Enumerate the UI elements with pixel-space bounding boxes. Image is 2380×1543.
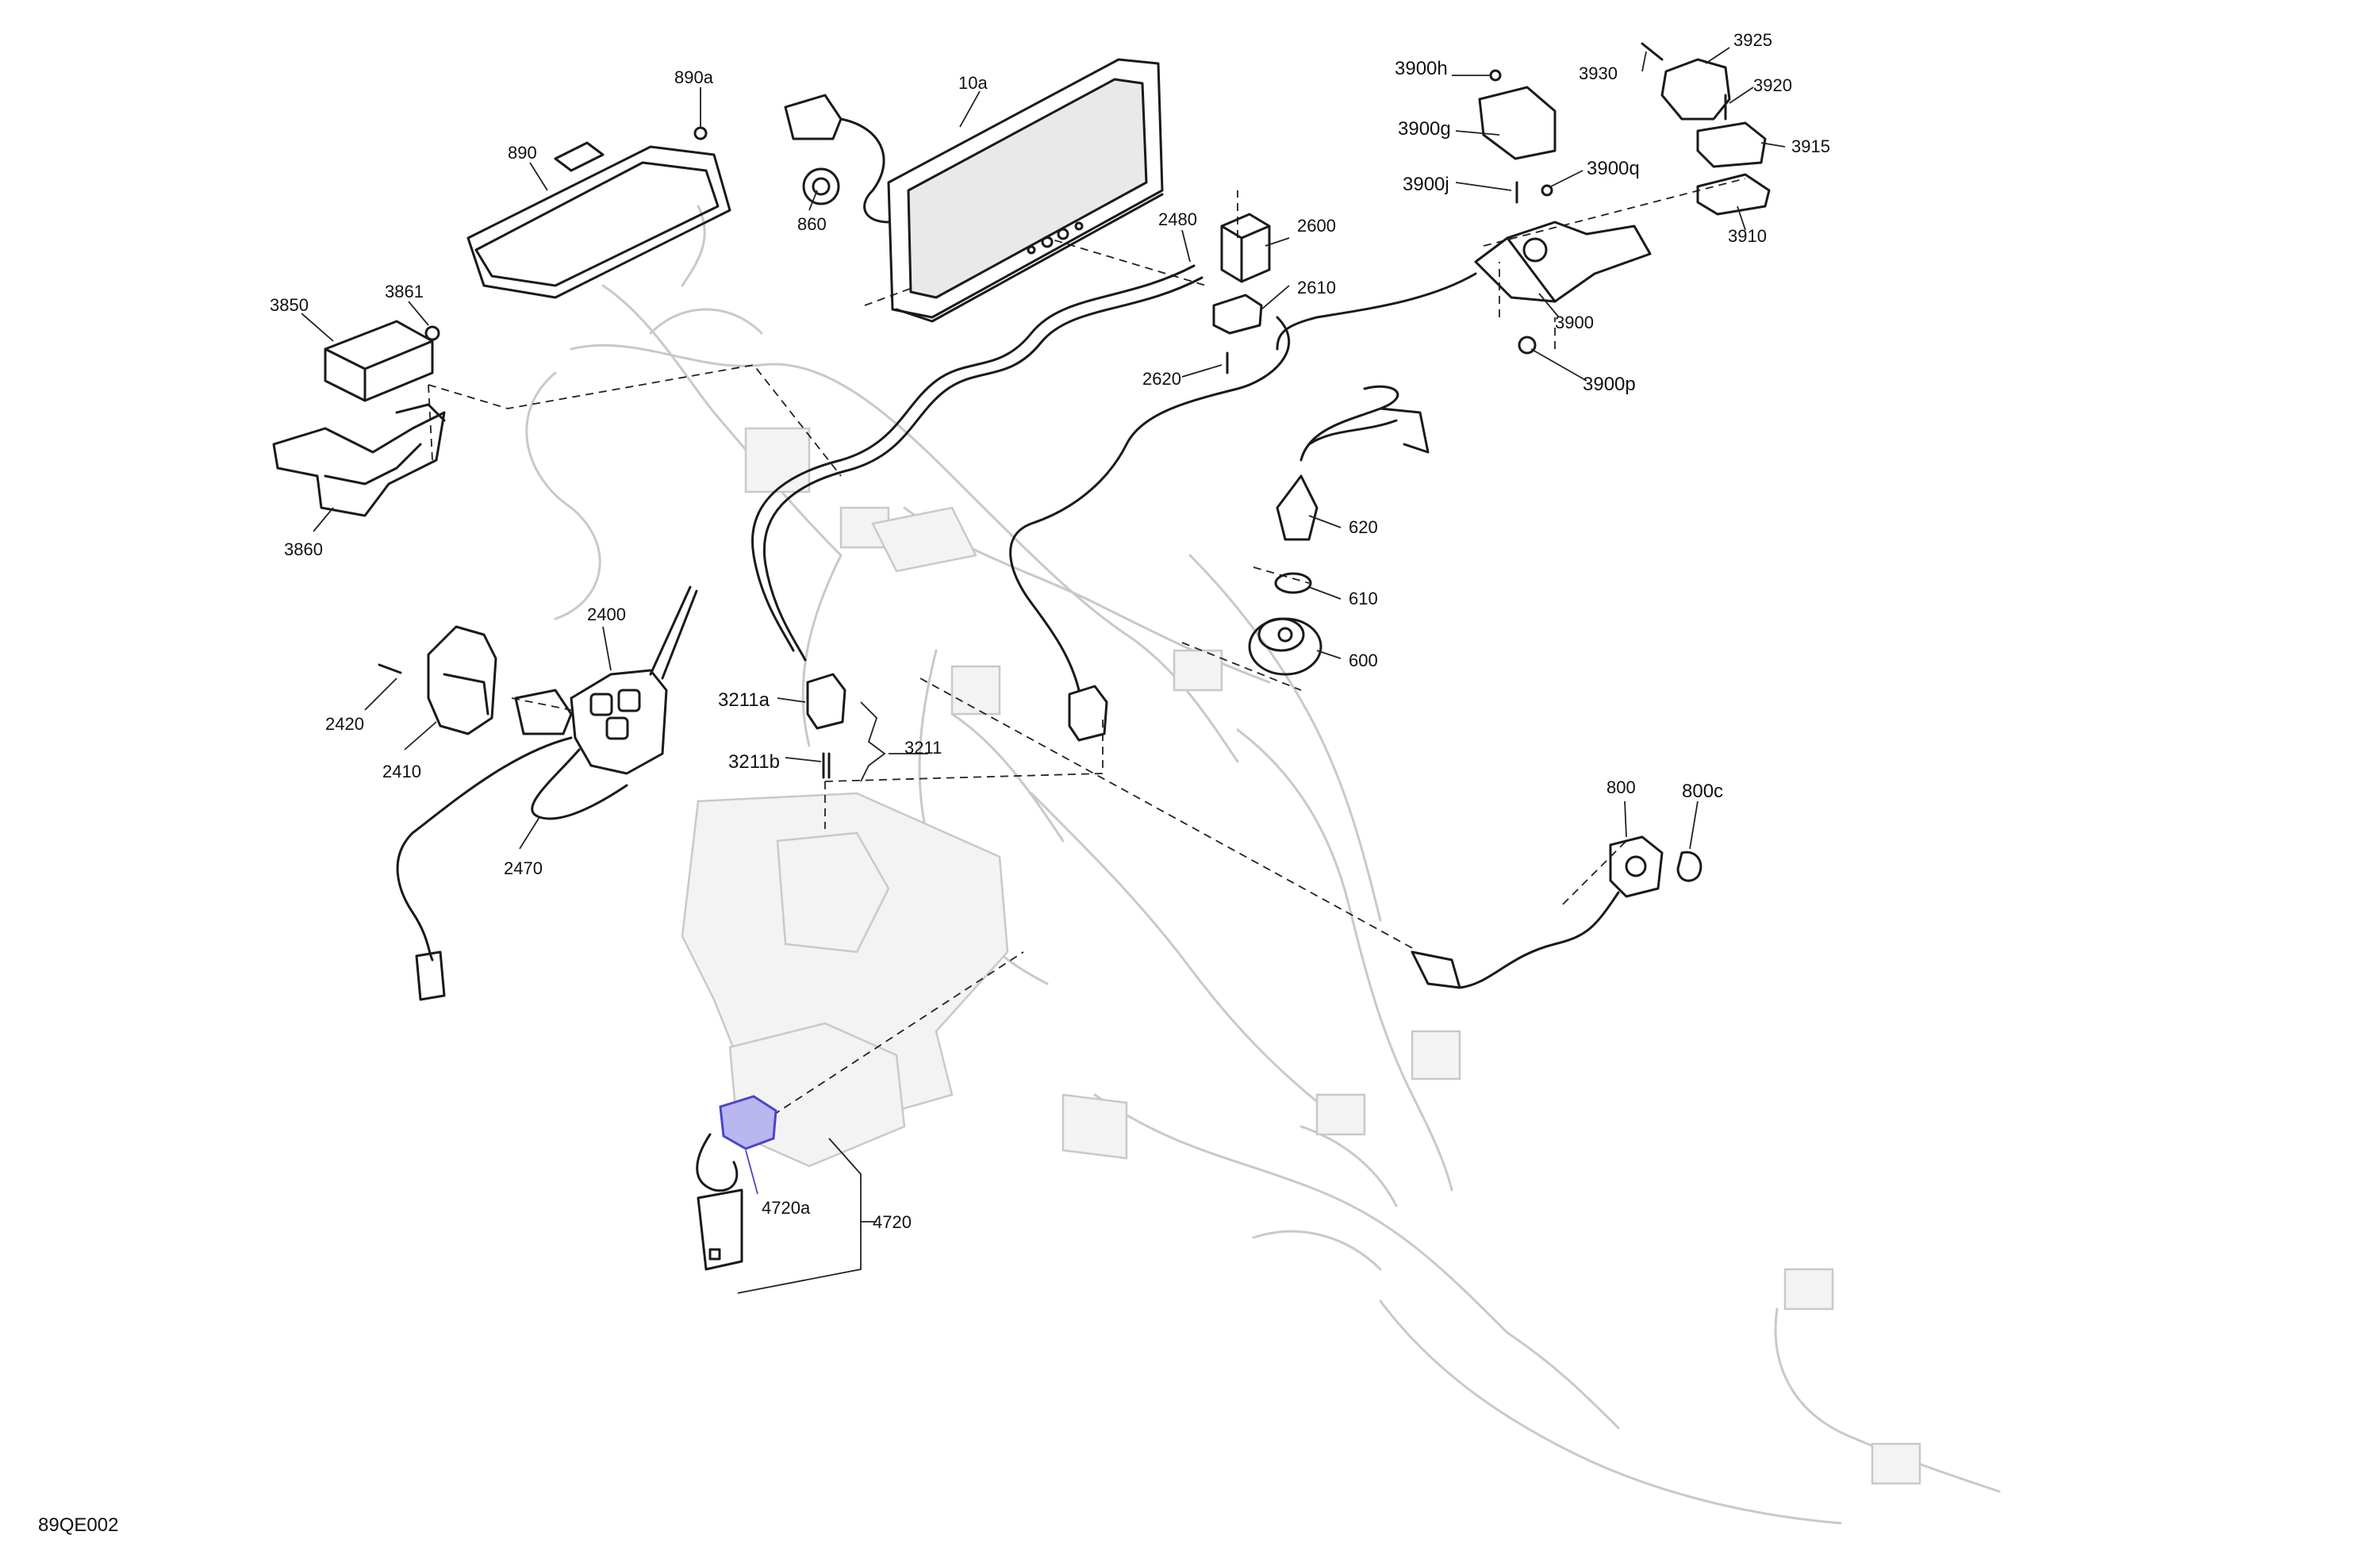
callout-3860: 3860 (284, 539, 323, 559)
callout-4720a: 4720a (762, 1198, 811, 1218)
callout-2470: 2470 (504, 858, 543, 878)
callout-10a: 10a (958, 73, 988, 93)
part-800c-cap (1676, 850, 1702, 882)
callout-3920: 3920 (1753, 75, 1792, 95)
part-3900q-screw (1541, 184, 1553, 197)
part-4720a-connector-highlighted (719, 1095, 777, 1195)
part-3915-cover (1696, 121, 1767, 168)
part-3910-clamp (1696, 173, 1771, 216)
callout-3910: 3910 (1728, 226, 1767, 246)
callout-800: 800 (1606, 777, 1636, 797)
callout-2610: 2610 (1297, 278, 1336, 297)
part-610-ring (1274, 572, 1312, 594)
part-3211b-terminal (822, 752, 831, 779)
part-800-sensor (1411, 835, 1664, 989)
callout-890a: 890a (674, 67, 714, 87)
part-3860-bracket (272, 403, 446, 517)
ghost-harness (525, 205, 2001, 1525)
callout-3900h: 3900h (1395, 58, 1448, 79)
callout-2420: 2420 (325, 714, 364, 734)
callout-2620: 2620 (1142, 369, 1181, 389)
callout-3900q: 3900q (1587, 158, 1640, 179)
callout-3900p: 3900p (1583, 374, 1636, 395)
part-620-cord (1276, 385, 1430, 541)
callout-610: 610 (1349, 589, 1378, 608)
callout-3925: 3925 (1733, 30, 1772, 50)
callout-4720: 4720 (873, 1212, 912, 1232)
part-2410-housing (427, 625, 497, 735)
assembly-lines (428, 178, 1746, 1123)
callout-620: 620 (1349, 517, 1378, 537)
leader-lines (301, 47, 1786, 1294)
part-3930-screw (1641, 42, 1664, 61)
callout-2400: 2400 (587, 605, 626, 624)
part-890-module (466, 141, 731, 299)
part-890a-screw (693, 126, 708, 140)
callout-2480: 2480 (1158, 209, 1197, 229)
callout-860: 860 (797, 214, 827, 234)
part-10a-display (887, 58, 1164, 323)
callout-600: 600 (1349, 651, 1378, 670)
callout-3900g: 3900g (1398, 118, 1451, 140)
part-600-switch (1248, 617, 1322, 676)
callout-3211b: 3211b (728, 751, 780, 773)
callout-3930: 3930 (1579, 63, 1618, 83)
part-2600-relay (1220, 213, 1271, 283)
callout-3861: 3861 (385, 282, 424, 301)
part-4720-tag (696, 1133, 743, 1271)
part-2610-connector (1212, 294, 1263, 335)
part-3925-clip (1660, 58, 1731, 121)
part-3861-screw (424, 325, 440, 341)
part-3900g-cover (1478, 86, 1557, 160)
part-3211a-connector (806, 673, 846, 730)
part-3900h-screw (1489, 69, 1502, 82)
part-860-sensor (784, 94, 890, 224)
part-2480-harness (751, 264, 1477, 692)
part-2420-screw (378, 663, 402, 674)
callout-3211: 3211 (904, 738, 942, 758)
callout-800c: 800c (1682, 781, 1723, 802)
diagram-code: 89QE002 (38, 1514, 118, 1536)
callout-3915: 3915 (1791, 136, 1830, 156)
part-3211-connector-b (1068, 685, 1108, 742)
callout-2410: 2410 (382, 762, 421, 781)
callout-3850: 3850 (270, 295, 309, 315)
callout-labels: 10a 890 890a 860 3850 3861 3860 2480 260… (270, 30, 1830, 1232)
part-3900-switch (1474, 221, 1652, 303)
callout-3900: 3900 (1555, 313, 1594, 332)
callout-890: 890 (508, 143, 537, 163)
callout-3900j: 3900j (1403, 174, 1449, 195)
part-3900p-nut (1518, 336, 1537, 355)
callout-3211a: 3211a (718, 689, 770, 711)
callout-2600: 2600 (1297, 216, 1336, 236)
part-3850-module (324, 320, 434, 402)
part-2400-switch-pod (514, 585, 698, 775)
